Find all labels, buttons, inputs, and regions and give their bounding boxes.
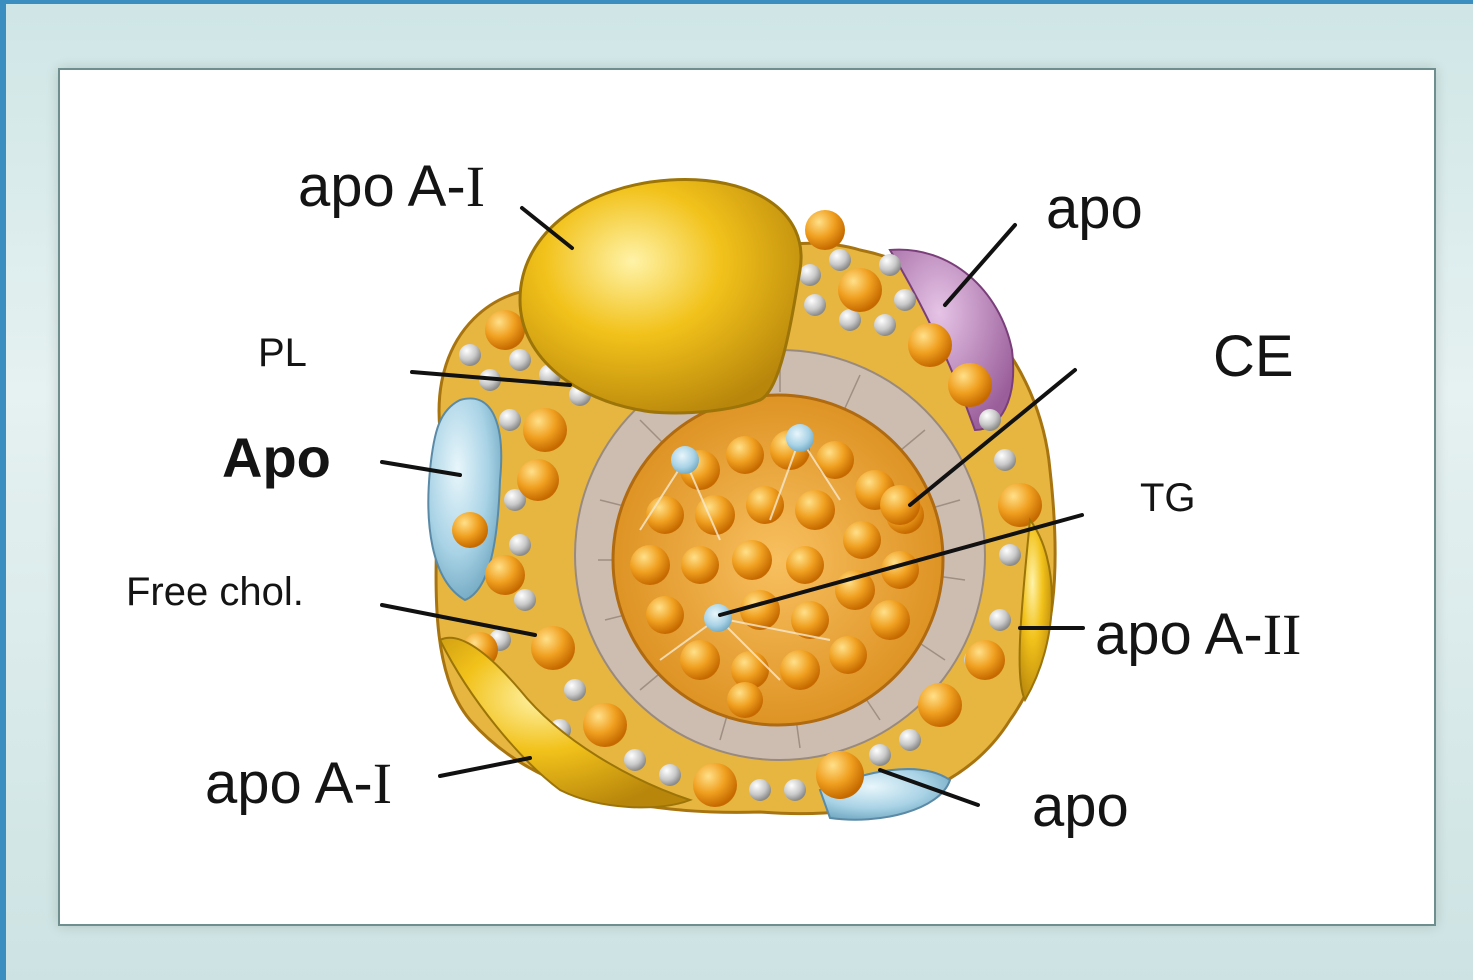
label-apo-bottom-right: apo bbox=[1032, 778, 1129, 836]
label-ce: CE bbox=[1213, 328, 1294, 386]
label-apo-a1-top-prefix: apo A- bbox=[298, 154, 466, 219]
label-apo-a1-top: apo A-I bbox=[298, 158, 485, 216]
label-apo-a1-bottom-roman: I bbox=[373, 751, 392, 816]
label-apo-a2: apo A-II bbox=[1095, 606, 1301, 664]
leader-apo-a1-bottom bbox=[440, 758, 530, 776]
label-apo-top-right: apo bbox=[1046, 180, 1143, 238]
triglyceride-molecule bbox=[704, 604, 732, 632]
label-pl: PL bbox=[258, 333, 307, 373]
label-apo-a1-bottom-prefix: apo A- bbox=[205, 751, 373, 816]
label-apo-a2-prefix: apo A- bbox=[1095, 602, 1263, 667]
label-free-chol: Free chol. bbox=[126, 572, 304, 612]
label-apo-a2-roman: II bbox=[1263, 602, 1302, 667]
label-apo-a1-top-roman: I bbox=[466, 154, 485, 219]
label-apo-bold: Apo bbox=[222, 430, 331, 486]
free-cholesterol-molecule bbox=[786, 424, 814, 452]
label-apo-a1-bottom: apo A-I bbox=[205, 755, 392, 813]
apo-a1-top-blob bbox=[520, 180, 801, 413]
free-cholesterol-molecule bbox=[671, 446, 699, 474]
label-tg: TG bbox=[1140, 478, 1196, 518]
